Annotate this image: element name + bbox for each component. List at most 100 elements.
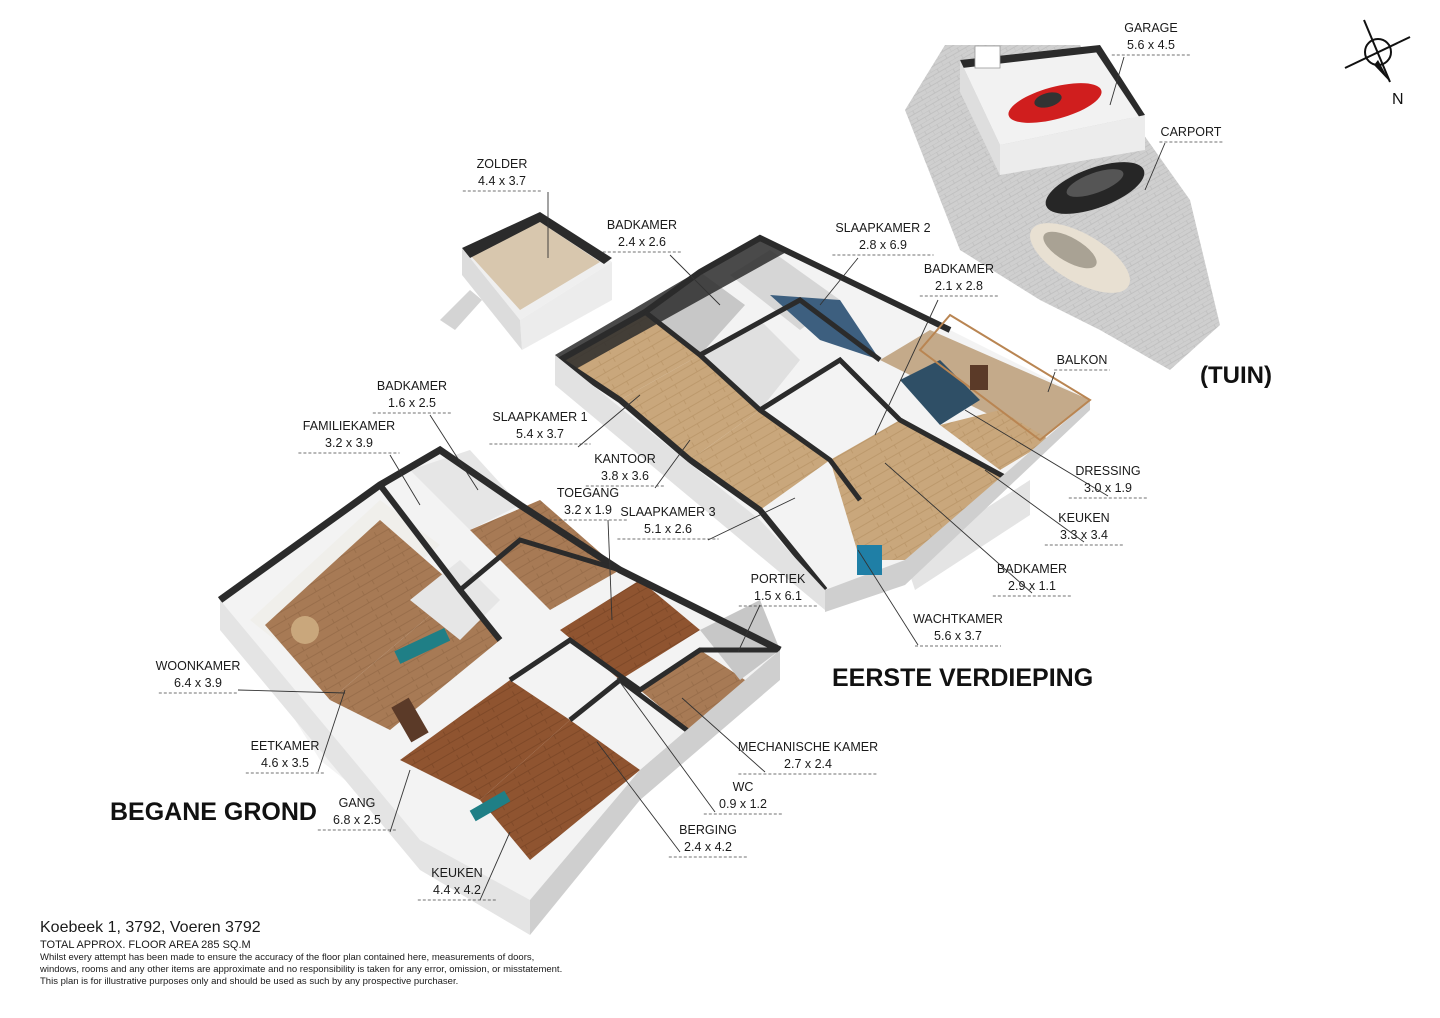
room-label-dressing: DRESSING 3.0 x 1.9 [964, 409, 1148, 499]
black-car [1045, 162, 1145, 214]
room-label-badkamer: BADKAMER 1.6 x 2.5 [372, 379, 479, 491]
label-leader-line [1047, 371, 1056, 393]
room-dimensions: 4.4 x 4.2 [433, 883, 481, 897]
white-car [1030, 223, 1130, 293]
label-leader-line [1109, 56, 1125, 106]
label-leader-line [577, 394, 641, 448]
room-dimensions: 4.4 x 3.7 [478, 174, 526, 188]
room-label-keuken: KEUKEN 4.4 x 4.2 [417, 831, 511, 901]
label-leader-line [237, 689, 346, 694]
room-name: KEUKEN [1058, 511, 1109, 525]
label-leader-line [737, 604, 761, 653]
first-floor-block [555, 234, 1092, 612]
room-dimensions: 2.4 x 2.6 [618, 235, 666, 249]
label-leader-line [479, 831, 511, 901]
label-leader-line [984, 469, 1085, 543]
room-dimensions: 2.8 x 6.9 [859, 238, 907, 252]
room-label-gang: GANG 6.8 x 2.5 [317, 769, 411, 833]
room-name: WC [733, 780, 754, 794]
room-name: PORTIEK [751, 572, 806, 586]
label-leader-line [389, 454, 421, 506]
room-name: CARPORT [1161, 125, 1222, 139]
label-leader-line [681, 697, 766, 773]
label-leader-line [389, 769, 411, 833]
room-name: BALKON [1057, 353, 1108, 367]
red-car [1008, 83, 1102, 123]
room-name: DRESSING [1075, 464, 1140, 478]
room-dimensions: 5.6 x 4.5 [1127, 38, 1175, 52]
room-label-badkamer: BADKAMER 2.9 x 1.1 [884, 462, 1072, 597]
garden-title: (TUIN) [1200, 362, 1272, 389]
room-name: BERGING [679, 823, 737, 837]
room-name: KANTOOR [594, 452, 656, 466]
room-name: SLAAPKAMER 3 [620, 505, 715, 519]
label-leader-line [874, 299, 939, 436]
room-dimensions: 5.6 x 3.7 [934, 629, 982, 643]
label-leader-line [884, 462, 1033, 594]
room-dimensions: 6.4 x 3.9 [174, 676, 222, 690]
label-leader-line [1144, 142, 1166, 191]
room-label-slaapkamer-1: SLAAPKAMER 15.4 x 3.7 [489, 394, 641, 448]
room-name: EETKAMER [251, 739, 320, 753]
room-dimensions: 2.9 x 1.1 [1008, 579, 1056, 593]
room-label-carport: CARPORT [1144, 125, 1223, 191]
disclaimer-line-3: This plan is for illustrative purposes o… [40, 976, 459, 987]
label-leader-line [669, 254, 721, 306]
room-dimensions: 2.7 x 2.4 [784, 757, 832, 771]
room-name: ZOLDER [477, 157, 528, 171]
label-leader-line [317, 689, 346, 773]
first-floor-title: EERSTE VERDIEPING [832, 664, 1093, 692]
room-name: MECHANISCHE KAMER [738, 740, 878, 754]
room-label-garage: GARAGE 5.6 x 4.5 [1109, 21, 1191, 106]
room-name: BADKAMER [924, 262, 994, 276]
room-label-keuken: KEUKEN 3.3 x 3.4 [984, 469, 1124, 546]
room-label-badkamer: BADKAMER 2.4 x 2.6 [602, 218, 721, 306]
room-label-eetkamer: EETKAMER 4.6 x 3.5 [245, 689, 346, 774]
room-name: SLAAPKAMER 2 [835, 221, 930, 235]
room-dimensions: 6.8 x 2.5 [333, 813, 381, 827]
room-label-slaapkamer-2: SLAAPKAMER 2 2.8 x 6.9 [819, 221, 934, 306]
room-dimensions: 5.1 x 2.6 [644, 522, 692, 536]
room-name: BADKAMER [997, 562, 1067, 576]
compass-north-label: N [1392, 91, 1404, 108]
room-label-zolder: ZOLDER 4.4 x 3.7 [462, 157, 549, 258]
disclaimer-line-1: Whilst every attempt has been made to en… [40, 952, 535, 963]
room-name: SLAAPKAMER 1 [492, 410, 587, 424]
ground-floor-block [217, 445, 782, 935]
north-compass-icon [1344, 19, 1411, 83]
ground-floor-title: BEGANE GROND [110, 798, 317, 826]
footer: Koebeek 1, 3792, Voeren 3792 TOTAL APPRO… [40, 918, 740, 988]
room-label-mechanische-kamer: MECHANISCHE KAMER 2.7 x 2.4 [681, 697, 878, 775]
label-leader-line [429, 414, 479, 491]
label-leader-line [596, 741, 681, 853]
room-name: TOEGANG [557, 486, 619, 500]
label-leader-line [964, 409, 1109, 497]
room-dimensions: 4.6 x 3.5 [261, 756, 309, 770]
room-dimensions: 3.8 x 3.6 [601, 469, 649, 483]
room-dimensions: 3.0 x 1.9 [1084, 481, 1132, 495]
room-dimensions: 0.9 x 1.2 [719, 797, 767, 811]
room-name: KEUKEN [431, 866, 482, 880]
room-name: GARAGE [1124, 21, 1178, 35]
room-dimensions: 1.6 x 2.5 [388, 396, 436, 410]
room-label-kantoor: KANTOOR 3.8 x 3.6 [585, 439, 691, 489]
label-leader-line [857, 549, 919, 646]
room-label-balkon: BALKON [1047, 353, 1110, 393]
label-leader-line [616, 677, 716, 813]
room-name: BADKAMER [377, 379, 447, 393]
disclaimer-line-2: windows, rooms and any other items are a… [40, 964, 563, 975]
room-name: GANG [339, 796, 376, 810]
room-dimensions: 3.3 x 3.4 [1060, 528, 1108, 542]
room-dimensions: 2.1 x 2.8 [935, 279, 983, 293]
zolder-block [440, 212, 612, 350]
room-name: BADKAMER [607, 218, 677, 232]
total-floor-area: TOTAL APPROX. FLOOR AREA 285 SQ.M [40, 939, 251, 951]
room-label-wc: WC 0.9 x 1.2 [616, 677, 783, 815]
